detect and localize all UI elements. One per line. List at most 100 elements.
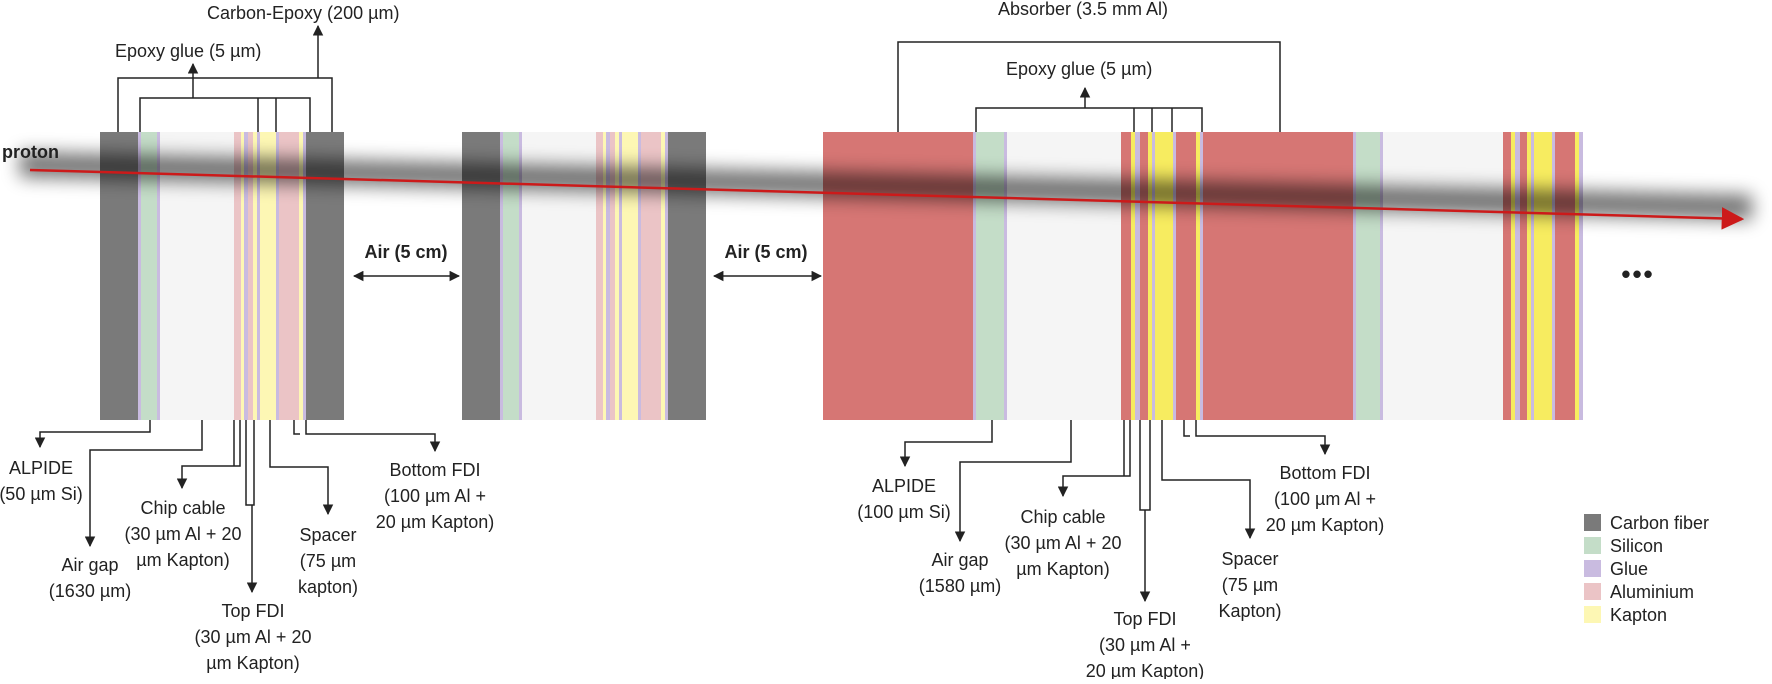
absorber-label: Absorber (3.5 mm Al) — [998, 0, 1168, 19]
legend-swatch — [1584, 583, 1601, 600]
glue-layer — [1380, 132, 1383, 420]
legend-label: Silicon — [1610, 536, 1663, 556]
absorber-layer — [1203, 132, 1353, 420]
glue-layer — [276, 132, 279, 420]
bottom-fdi-al-layer — [1176, 132, 1196, 420]
top-fdi-label-line: 20 µm Kapton) — [1086, 661, 1204, 679]
bottom-fdi-kapton-layer — [661, 132, 665, 420]
epoxy-glue-label-1: Epoxy glue (5 µm) — [115, 41, 261, 61]
chip-cable-kapton-layer — [603, 132, 606, 420]
glue-layer — [606, 132, 610, 420]
glue-layer — [1515, 132, 1520, 420]
alpide-silicon-layer — [503, 132, 519, 420]
glue-layer — [1531, 132, 1534, 420]
bottom-fdi-label-line: 20 µm Kapton) — [376, 512, 494, 532]
bottom-leaders-module-3 — [899, 420, 1331, 603]
glue-layer — [138, 132, 141, 420]
alpide-silicon-layer — [1356, 132, 1380, 420]
chip-cable-al-layer — [1121, 132, 1131, 420]
spacer-kapton-layer — [622, 132, 638, 420]
legend-label: Aluminium — [1610, 582, 1694, 602]
legend-swatch — [1584, 560, 1601, 577]
glue-layer — [157, 132, 160, 420]
legend-label: Kapton — [1610, 605, 1667, 625]
glue-layer — [1135, 132, 1140, 420]
callouts-module-3: ALPIDE(100 µm Si)Air gap(1580 µm)Chip ca… — [857, 463, 1384, 681]
glue-layer — [638, 132, 641, 420]
alpide-label-line: ALPIDE — [872, 476, 936, 496]
bottom-fdi-label-line: Bottom FDI — [1279, 463, 1370, 483]
spacer-kapton-layer — [1155, 132, 1173, 420]
alpide-silicon-layer — [141, 132, 157, 420]
spacer-label-line: Spacer — [299, 525, 356, 545]
bottom-fdi-label-line: Bottom FDI — [389, 460, 480, 480]
spacer-label-line: Kapton) — [1218, 601, 1281, 621]
glue-layer — [1552, 132, 1555, 420]
chip-cable-label-line: Chip cable — [1020, 507, 1105, 527]
chip-cable-label-line: µm Kapton) — [136, 550, 229, 570]
top-fdi-label-line: Top FDI — [1113, 609, 1176, 629]
glue-layer — [1353, 132, 1356, 420]
alpide-label-line: ALPIDE — [9, 458, 73, 478]
glue-layer — [257, 132, 260, 420]
bottom-fdi-label-line: (100 µm Al + — [1274, 489, 1376, 509]
chip-cable-label-line: (30 µm Al + 20 — [1005, 533, 1122, 553]
top-fdi-al-layer — [248, 132, 253, 420]
beam-shadow — [20, 152, 1752, 220]
glue-layer — [1152, 132, 1155, 420]
glue-layer — [1173, 132, 1176, 420]
bottom-fdi-al-layer — [641, 132, 661, 420]
legend-swatch — [1584, 514, 1601, 531]
top-fdi-kapton-layer — [253, 132, 257, 420]
spacer-label-line: (75 µm — [1222, 575, 1278, 595]
air-gap-label-1: Air (5 cm) — [364, 242, 447, 262]
top-fdi-al-layer — [1520, 132, 1527, 420]
alpide-silicon-layer — [976, 132, 1004, 420]
air-gap-layer — [1007, 132, 1121, 420]
top-fdi-kapton-layer — [1527, 132, 1531, 420]
glue-layer — [244, 132, 248, 420]
top-bracket-module-1 — [117, 24, 333, 132]
chip-cable-al-layer — [234, 132, 241, 420]
epoxy-glue-label-2: Epoxy glue (5 µm) — [1006, 59, 1152, 79]
top-fdi-label-line: (30 µm Al + — [1099, 635, 1191, 655]
carbon-epoxy-label: Carbon-Epoxy (200 µm) — [207, 3, 399, 23]
chip-cable-kapton-layer — [241, 132, 244, 420]
bottom-fdi-label-line: 20 µm Kapton) — [1266, 515, 1384, 535]
chip-cable-label-line: µm Kapton) — [1016, 559, 1109, 579]
spacer-kapton-layer — [260, 132, 276, 420]
callouts-module-1: ALPIDE(50 µm Si)Air gap(1630 µm)Chip cab… — [0, 458, 494, 673]
air-gap-label-line: Air gap — [931, 550, 988, 570]
chip-cable-label-line: Chip cable — [140, 498, 225, 518]
glue-layer — [500, 132, 503, 420]
chip-cable-label-line: (30 µm Al + 20 — [125, 524, 242, 544]
legend-swatch — [1584, 537, 1601, 554]
top-fdi-kapton-layer — [615, 132, 619, 420]
top-fdi-label-line: µm Kapton) — [206, 653, 299, 673]
bottom-leaders-module-1 — [34, 420, 441, 594]
top-fdi-al-layer — [1140, 132, 1148, 420]
glue-layer — [665, 132, 668, 420]
air-gap-label-line: (1630 µm) — [49, 581, 131, 601]
top-fdi-kapton-layer — [1148, 132, 1152, 420]
chip-cable-kapton-layer — [1511, 132, 1515, 420]
legend-label: Glue — [1610, 559, 1648, 579]
alpide-label-line: (100 µm Si) — [857, 502, 950, 522]
top-bracket-module-3 — [897, 41, 1281, 132]
legend-swatch — [1584, 606, 1601, 623]
spacer-label-line: kapton) — [298, 577, 358, 597]
bottom-fdi-kapton-layer — [299, 132, 303, 420]
bottom-fdi-label-line: (100 µm Al + — [384, 486, 486, 506]
chip-cable-kapton-layer — [1131, 132, 1135, 420]
glue-layer — [973, 132, 976, 420]
spacer-label-line: Spacer — [1221, 549, 1278, 569]
bottom-fdi-al-layer — [279, 132, 299, 420]
air-gap-layer — [1383, 132, 1503, 420]
glue-layer — [1200, 132, 1203, 420]
glue-layer — [303, 132, 306, 420]
glue-layer — [519, 132, 522, 420]
glue-layer — [1004, 132, 1007, 420]
